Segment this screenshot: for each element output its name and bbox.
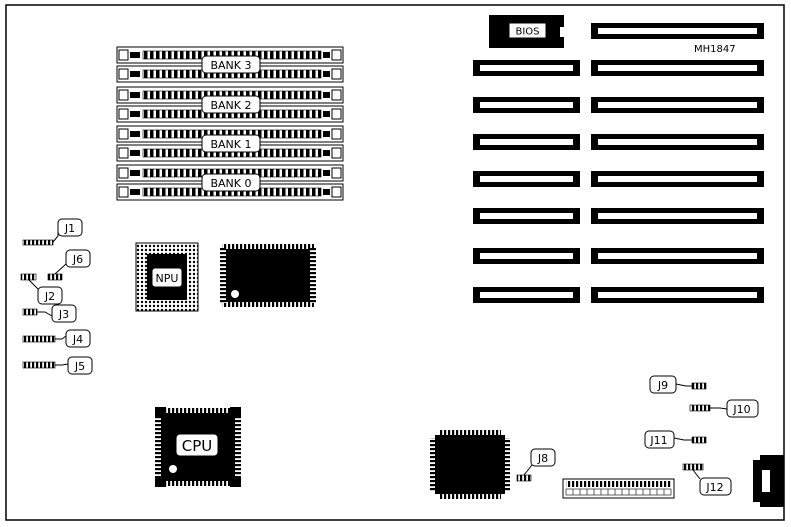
expansion-slot [473,208,580,224]
npu-label: NPU [156,272,179,285]
simm-slot [116,65,344,83]
expansion-slot [591,171,764,187]
j9-label: J9 [657,379,668,392]
j11-label: J11 [649,434,667,447]
bank-1-label-box: BANK 1 [201,134,261,153]
expansion-slots [473,23,764,303]
expansion-slot [473,287,580,303]
j4-label: J4 [72,333,83,346]
controller-chip [220,244,316,307]
io-header-connector [562,478,675,499]
expansion-slot [591,60,764,76]
expansion-slot [591,97,764,113]
j2-label: J2 [44,290,55,303]
expansion-slot [473,171,580,187]
expansion-slot [591,287,764,303]
model-code: MH1847 [694,44,736,55]
simm-slot [116,183,344,201]
jumper-j3: J3 [22,304,77,323]
jumper-j1: J1 [22,218,83,246]
expansion-slot [473,97,580,113]
bank-0-label-box: BANK 0 [201,173,261,192]
j8-label: J8 [537,452,548,465]
expansion-slot [591,248,764,264]
simm-slot [116,46,344,64]
jumper-j8: J8 [516,448,556,482]
jumper-j10: J10 [689,399,759,418]
bank-2-label-box: BANK 2 [201,95,261,114]
expansion-slot [473,248,580,264]
npu-chip: NPU [135,242,199,312]
expansion-slot [473,60,580,76]
expansion-slot [473,134,580,150]
bank-0-label: BANK 0 [210,177,251,190]
j12-label: J12 [705,481,723,494]
j3-label: J3 [58,308,69,321]
jumper-j12: J12 [682,463,732,496]
bank-1-label: BANK 1 [210,138,251,151]
bank-3-label: BANK 3 [210,59,251,72]
expansion-slot [591,23,764,39]
simm-slot [116,164,344,182]
bank-2-label: BANK 2 [210,99,251,112]
j1-label: J1 [64,222,75,235]
jumper-j9: J9 [649,375,707,394]
pin1-marker [231,290,239,298]
bank-3-label-box: BANK 3 [201,55,261,74]
keyboard-connector [753,455,784,507]
j10-label: J10 [732,403,750,416]
jumper-j6: J6 [47,249,91,281]
jumper-j2: J2 [20,273,63,305]
jumper-j11: J11 [644,430,707,449]
simm-slot [116,125,344,143]
j6-label: J6 [72,253,83,266]
memory-banks: BANK 3 BANK 2 BANK 1 BANK 0 [116,46,344,201]
simm-slot [116,144,344,162]
jumper-j4: J4 [22,329,91,348]
bios-chip: BIOS [489,15,566,48]
peripheral-chip [430,430,510,499]
cpu-chip: CPU [155,407,241,487]
expansion-slot [591,134,764,150]
j5-label: J5 [74,360,85,373]
expansion-slot [591,208,764,224]
jumper-j5: J5 [22,356,93,375]
cpu-label: CPU [182,437,213,455]
bios-label: BIOS [515,27,539,38]
pin1-marker [169,465,177,473]
